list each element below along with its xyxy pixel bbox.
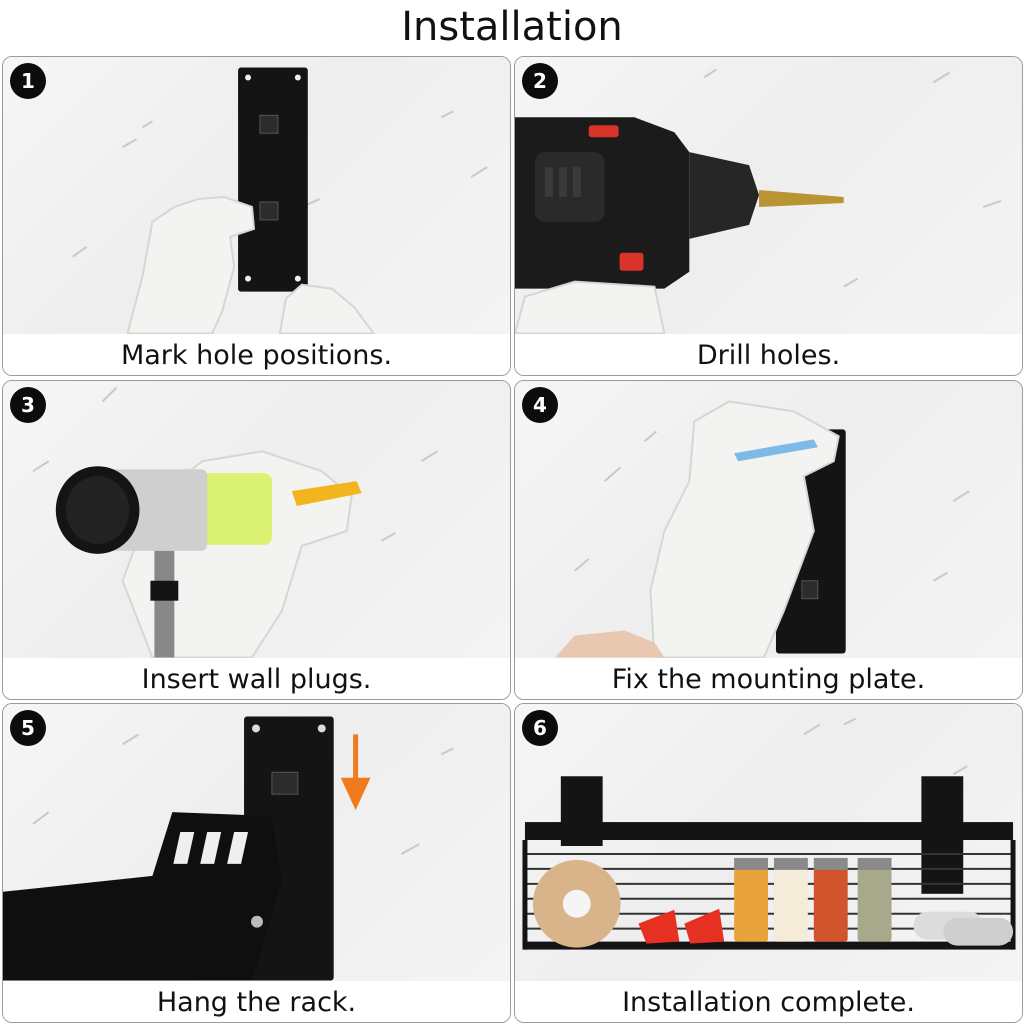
- step-caption: Drill holes.: [515, 334, 1022, 375]
- spice-jar-icon: [734, 867, 769, 942]
- drill-bit-icon: [759, 190, 844, 207]
- step-caption: Hang the rack.: [3, 981, 510, 1022]
- spice-jar-icon: [857, 867, 892, 942]
- spice-jar-icon: [813, 867, 848, 942]
- step-number-badge: 2: [522, 63, 558, 99]
- hanging-illustration: [3, 716, 454, 981]
- step-caption: Fix the mounting plate.: [515, 658, 1022, 699]
- drill-chuck-icon: [689, 152, 760, 239]
- glove-left-icon: [126, 195, 256, 334]
- step-number-badge: 5: [10, 710, 46, 746]
- wall-plug-icon: [291, 481, 362, 507]
- step-photo-hang-rack: [3, 704, 510, 981]
- step-number-badge: 6: [522, 710, 558, 746]
- step-number-badge: 3: [10, 387, 46, 423]
- rack-base-icon: [524, 941, 1014, 950]
- step-panel-6: 6: [514, 703, 1023, 1023]
- rack-top-rail-icon: [524, 822, 1014, 841]
- mallet-illustration: [32, 386, 438, 658]
- step-panel-5: 5 Hang the rack.: [2, 703, 511, 1023]
- step-panel-2: 2 Drill holes.: [514, 56, 1023, 376]
- step-photo-mark-holes: [3, 57, 510, 334]
- step-number-badge: 1: [10, 63, 46, 99]
- mounting-plate-icon: [238, 67, 308, 292]
- step-number-badge: 4: [522, 387, 558, 423]
- marking-illustration: [72, 67, 488, 334]
- step-photo-mounting-plate: [515, 381, 1022, 658]
- step-photo-drill-holes: [515, 57, 1022, 334]
- step-panel-3: 3 Insert wall plugs.: [2, 380, 511, 700]
- arrow-down-icon: [340, 734, 371, 811]
- step-photo-wall-plugs: [3, 381, 510, 658]
- step-caption: Mark hole positions.: [3, 334, 510, 375]
- glove-right-icon: [278, 283, 376, 334]
- page-title: Installation: [401, 4, 623, 50]
- step-caption: Insert wall plugs.: [3, 658, 510, 699]
- step-panel-4: 4 Fix the mounting plate.: [514, 380, 1023, 700]
- step-caption: Installation complete.: [515, 981, 1022, 1022]
- step-photo-complete: [515, 704, 1022, 981]
- step-panel-1: 1 Mark hole positions.: [2, 56, 511, 376]
- mallet-handle-icon: [154, 550, 175, 658]
- spice-jar-icon: [773, 867, 808, 942]
- glove-icon: [649, 400, 840, 658]
- finished-rack-illustration: [522, 717, 1016, 950]
- drill-illustration: [515, 68, 1002, 334]
- screwdriver-illustration: [554, 400, 970, 658]
- screwdriver-icon: [734, 439, 818, 462]
